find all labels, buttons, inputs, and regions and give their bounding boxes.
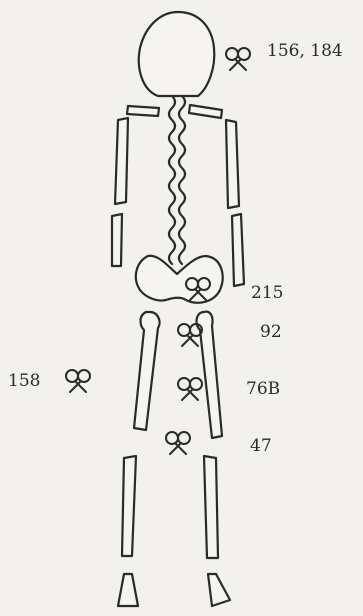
right-femur [197,312,222,438]
outside-marker-icon [66,370,90,392]
upper-thigh-label: 92 [260,324,282,341]
skull [139,12,215,96]
head-marker-icon [226,48,250,70]
right-tibia [204,456,218,558]
right-forearm [232,214,244,286]
left-femur [134,312,160,430]
right-foot [208,574,230,606]
left-clavicle [127,106,159,116]
left-tibia [122,456,136,556]
left-forearm [112,214,122,266]
right-humerus [226,120,239,208]
head-label: 156, 184 [267,43,343,60]
left-humerus [115,118,128,204]
right-clavicle [189,105,222,118]
spine [169,96,175,264]
left-foot [118,574,138,606]
knee-marker-icon [166,432,190,454]
spine-inner [179,96,185,264]
pelvis [136,256,223,303]
outside-label: 158 [8,373,40,390]
mid-thigh-label: 76B [246,381,280,398]
pelvis-label: 215 [251,285,283,302]
mid-thigh-marker-icon [178,378,202,400]
knee-label: 47 [250,438,272,455]
